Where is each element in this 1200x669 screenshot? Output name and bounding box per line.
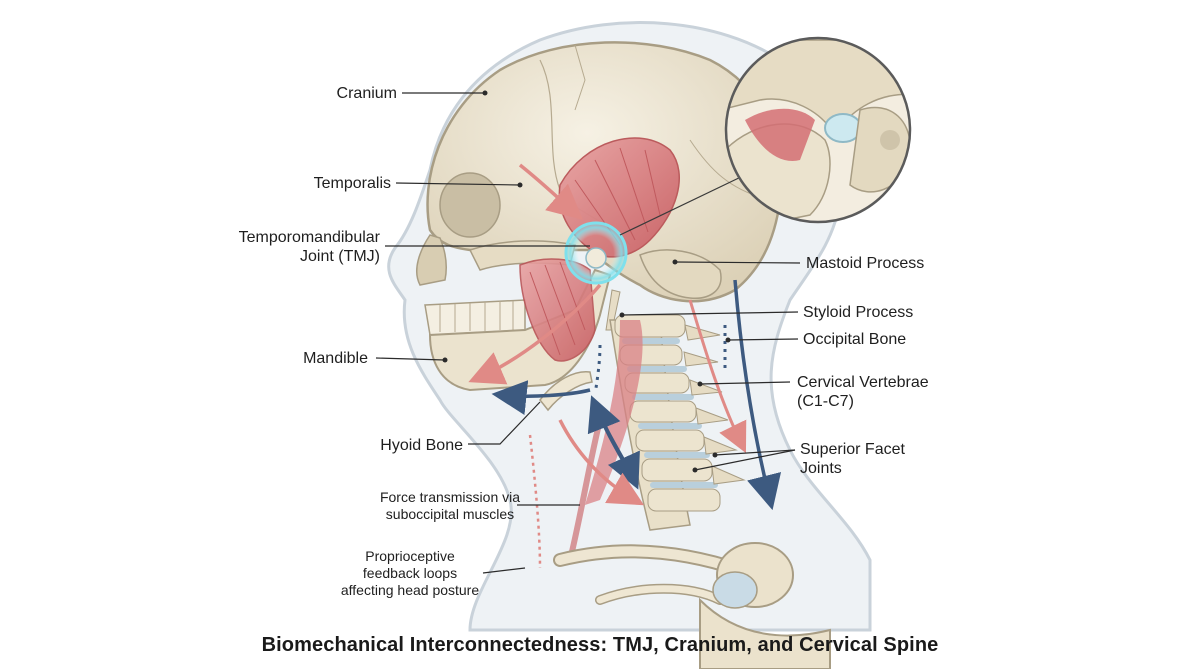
label-occipital-bone: Occipital Bone — [803, 331, 907, 348]
label-superior-facet-joints: Superior Facet Joints — [800, 440, 905, 478]
label-force-line2: suboccipital muscles — [385, 506, 515, 522]
label-proprioceptive-feedback: Proprioceptive feedback loops affecting … — [334, 548, 486, 599]
label-force-transmission: Force transmission via suboccipital musc… — [368, 489, 532, 523]
label-facet-line2: Joints — [800, 460, 842, 477]
label-tmj-line2: Joint (TMJ) — [300, 248, 380, 265]
diagram-title: Biomechanical Interconnectedness: TMJ, C… — [261, 634, 939, 656]
label-cervical-vertebrae: Cervical Vertebrae (C1-C7) — [797, 373, 929, 411]
leader-lines — [375, 92, 801, 574]
label-cervical-line1: Cervical Vertebrae — [797, 374, 929, 391]
label-mandible: Mandible — [303, 350, 368, 367]
label-mastoid-process: Mastoid Process — [806, 255, 925, 272]
label-force-line1: Force transmission via — [379, 489, 521, 505]
label-proprio-line3: affecting head posture — [340, 582, 480, 598]
label-temporalis: Temporalis — [313, 175, 391, 192]
label-cranium: Cranium — [336, 85, 397, 102]
label-tmj: Temporomandibular Joint (TMJ) — [239, 228, 380, 266]
hyoid-shape — [539, 371, 593, 412]
label-hyoid-bone: Hyoid Bone — [380, 437, 463, 454]
label-proprio-line2: feedback loops — [362, 565, 458, 581]
masseter-muscle — [519, 258, 596, 362]
label-cervical-line2: (C1-C7) — [797, 393, 854, 410]
label-facet-line1: Superior Facet — [800, 441, 905, 458]
tmj-inset-magnifier — [724, 36, 912, 224]
label-styloid-process: Styloid Process — [803, 304, 914, 321]
label-tmj-line1: Temporomandibular — [238, 229, 380, 246]
label-proprio-line1: Proprioceptive — [365, 548, 455, 564]
